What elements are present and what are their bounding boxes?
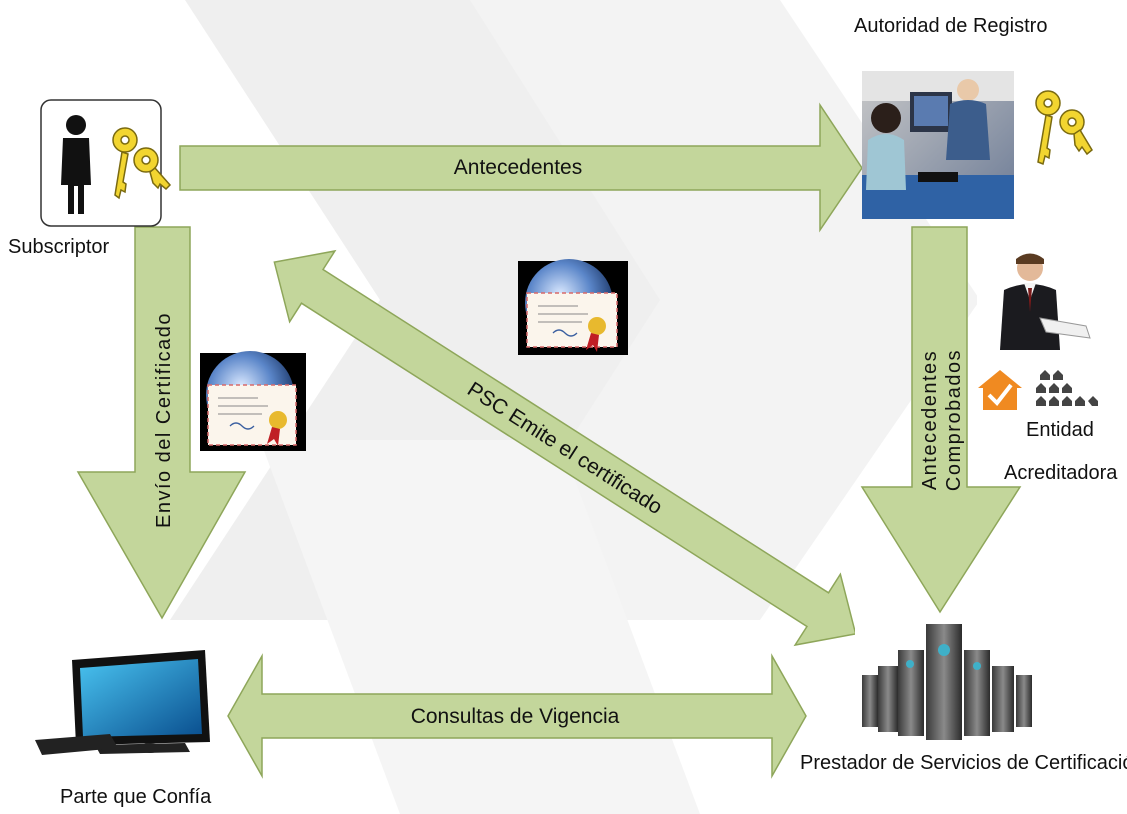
arrow-antecedentes-label: Antecedentes	[454, 156, 582, 179]
registration-authority-label: Autoridad de Registro	[854, 15, 1048, 37]
house-check-icon	[977, 361, 1098, 411]
certificate-icon	[200, 351, 306, 451]
relying-party-label: Parte que Confía	[60, 786, 212, 808]
arrow-antecedentes-comprobados-label-1: Antecedentes	[919, 350, 941, 490]
subscriber-keys-icon	[112, 127, 172, 200]
arrow-envio-certificado-label: Envío del Certificado	[153, 312, 175, 528]
arrow-consultas-vigencia-label: Consultas de Vigencia	[411, 705, 620, 728]
arrow-envio-certificado	[76, 226, 247, 620]
computer-icon	[30, 648, 226, 760]
arrow-antecedentes-comprobados-label-2: Comprobados	[943, 349, 965, 491]
certificate-icon	[518, 259, 628, 355]
businessman-photo	[977, 243, 1097, 350]
arrow-consultas-vigencia	[227, 653, 807, 779]
service-provider-label: Prestador de Servicios de Certificación	[800, 752, 1127, 774]
registration-authority-photo	[862, 71, 1014, 219]
registration-keys-icon	[1035, 90, 1093, 166]
servers-icon	[855, 620, 1065, 742]
accreditation-entity-label-1: Entidad	[1026, 419, 1094, 441]
accreditation-entity-label-2: Acreditadora	[1004, 462, 1118, 484]
subscriber-label: Subscriptor	[8, 236, 110, 258]
arrow-antecedentes	[179, 102, 863, 233]
arrow-antecedentes-comprobados	[860, 226, 1022, 614]
